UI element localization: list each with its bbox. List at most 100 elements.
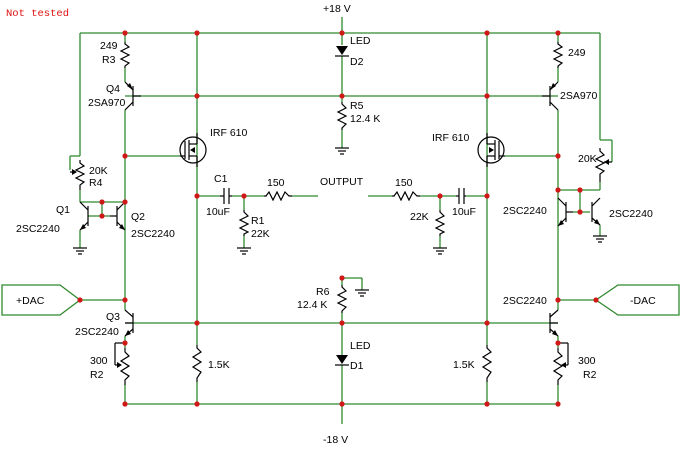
positive-rail-label: +18 V [323, 3, 351, 15]
plus-dac-port [1, 284, 82, 316]
r2-potentiometer [114, 342, 131, 385]
q-right-bottom-part: 2SC2240 [503, 295, 547, 307]
q3-name: Q3 [106, 311, 120, 323]
r-right-shunt-value: 22K [410, 211, 429, 223]
junction-dot [241, 193, 247, 199]
q3-part: 2SC2240 [75, 326, 119, 338]
q1-transistor [79, 201, 89, 231]
r6-name: R6 [316, 286, 330, 298]
r4-potentiometer [70, 160, 86, 190]
junction-dot [555, 340, 561, 346]
junction-dot [577, 187, 583, 193]
mosfet-right [477, 133, 505, 167]
q3-transistor [124, 309, 134, 337]
junction-dot [555, 153, 561, 159]
junction-dot [99, 199, 105, 205]
ground-r5 [335, 147, 349, 155]
r-1k5-right-resistor [481, 345, 493, 382]
ground-r1 [237, 247, 251, 255]
r5-resistor [336, 102, 348, 130]
r6-resistor [336, 285, 348, 313]
ground-q1 [73, 247, 87, 255]
r-right-bottom-name: R2 [583, 369, 597, 381]
junction-dot [555, 187, 561, 193]
junction-dot [122, 297, 128, 303]
output-label: OUTPUT [320, 176, 364, 188]
r3-value: 249 [100, 40, 118, 52]
c1-value: 10uF [206, 206, 230, 218]
c1-name: C1 [214, 173, 228, 185]
d1-name: D1 [350, 360, 364, 372]
r-shunt-right-resistor [434, 210, 446, 236]
r1-value: 22K [251, 228, 270, 240]
ground-r6 [355, 289, 369, 297]
r2-value: 300 [90, 355, 108, 367]
c-right-value: 10uF [452, 206, 476, 218]
junction-dot [484, 401, 490, 407]
r5-value: 12.4 K [350, 113, 380, 125]
q4-transistor [124, 81, 141, 111]
r-left-series-value: 150 [267, 177, 285, 189]
junction-dot [593, 297, 599, 303]
r-right-pot-value: 20K [578, 153, 597, 165]
junction-dot [122, 153, 128, 159]
q1-name: Q1 [56, 204, 70, 216]
q4-part: 2SA970 [88, 97, 126, 109]
r3-resistor [119, 42, 131, 68]
junction-dot [77, 297, 83, 303]
junction-dot [484, 193, 490, 199]
junction-dot [339, 30, 345, 36]
r-1k5-left-resistor [191, 345, 203, 382]
negative-rail-label: -18 V [323, 434, 348, 446]
r-150-left-resistor [264, 190, 292, 202]
q-bottom-right-transistor [549, 309, 559, 337]
labels: Not tested +18 V -18 V OUTPUT +DAC -DAC … [6, 3, 656, 446]
r5-name: R5 [350, 100, 364, 112]
r3-name: R3 [102, 54, 116, 66]
junction-dot [194, 30, 200, 36]
r1-name: R1 [251, 215, 265, 227]
mosfet-left-label: IRF 610 [210, 127, 248, 139]
d2-led [335, 46, 349, 57]
junction-dot [555, 30, 561, 36]
q1-part: 2SC2240 [16, 223, 60, 235]
junction-dot [122, 340, 128, 346]
q2-part: 2SC2240 [131, 228, 175, 240]
junction-dot [339, 275, 345, 281]
junction-dot [484, 30, 490, 36]
r-right-top-value: 249 [568, 47, 586, 59]
d1-led [335, 355, 349, 366]
not-tested-note: Not tested [6, 8, 69, 20]
r-left-bottom-value: 1.5K [208, 359, 230, 371]
junction-dot [339, 320, 345, 326]
wires [69, 17, 613, 424]
q2-name: Q2 [131, 211, 145, 223]
ground-right-22k [433, 247, 447, 255]
r-top-right-resistor [552, 42, 564, 68]
mosfet-left [179, 133, 207, 167]
r6-value: 12.4 K [297, 299, 327, 311]
junction-dot [194, 93, 200, 99]
junction-dot [194, 320, 200, 326]
junction-dot [484, 93, 490, 99]
junction-dot [577, 209, 583, 215]
junction-dot [339, 93, 345, 99]
q-right-top-part: 2SA970 [560, 90, 598, 102]
ground-right-pair [593, 235, 607, 243]
junction-dot [122, 30, 128, 36]
mosfet-right-label: IRF 610 [432, 132, 470, 144]
junction-dot [99, 213, 105, 219]
plus-dac-label: +DAC [16, 295, 45, 307]
d1-type: LED [350, 340, 371, 352]
junction-dot [484, 320, 490, 326]
minus-dac-port [594, 284, 680, 316]
q-top-right-transistor [542, 81, 559, 111]
q-right-pair-b-part: 2SC2240 [609, 208, 653, 220]
junction-dot [194, 193, 200, 199]
d2-type: LED [350, 35, 371, 47]
r-right-bottom-value: 300 [578, 355, 596, 367]
r-150-right-resistor [392, 190, 420, 202]
junction-dot [437, 193, 443, 199]
q-right-pair-b-transistor [591, 197, 601, 226]
